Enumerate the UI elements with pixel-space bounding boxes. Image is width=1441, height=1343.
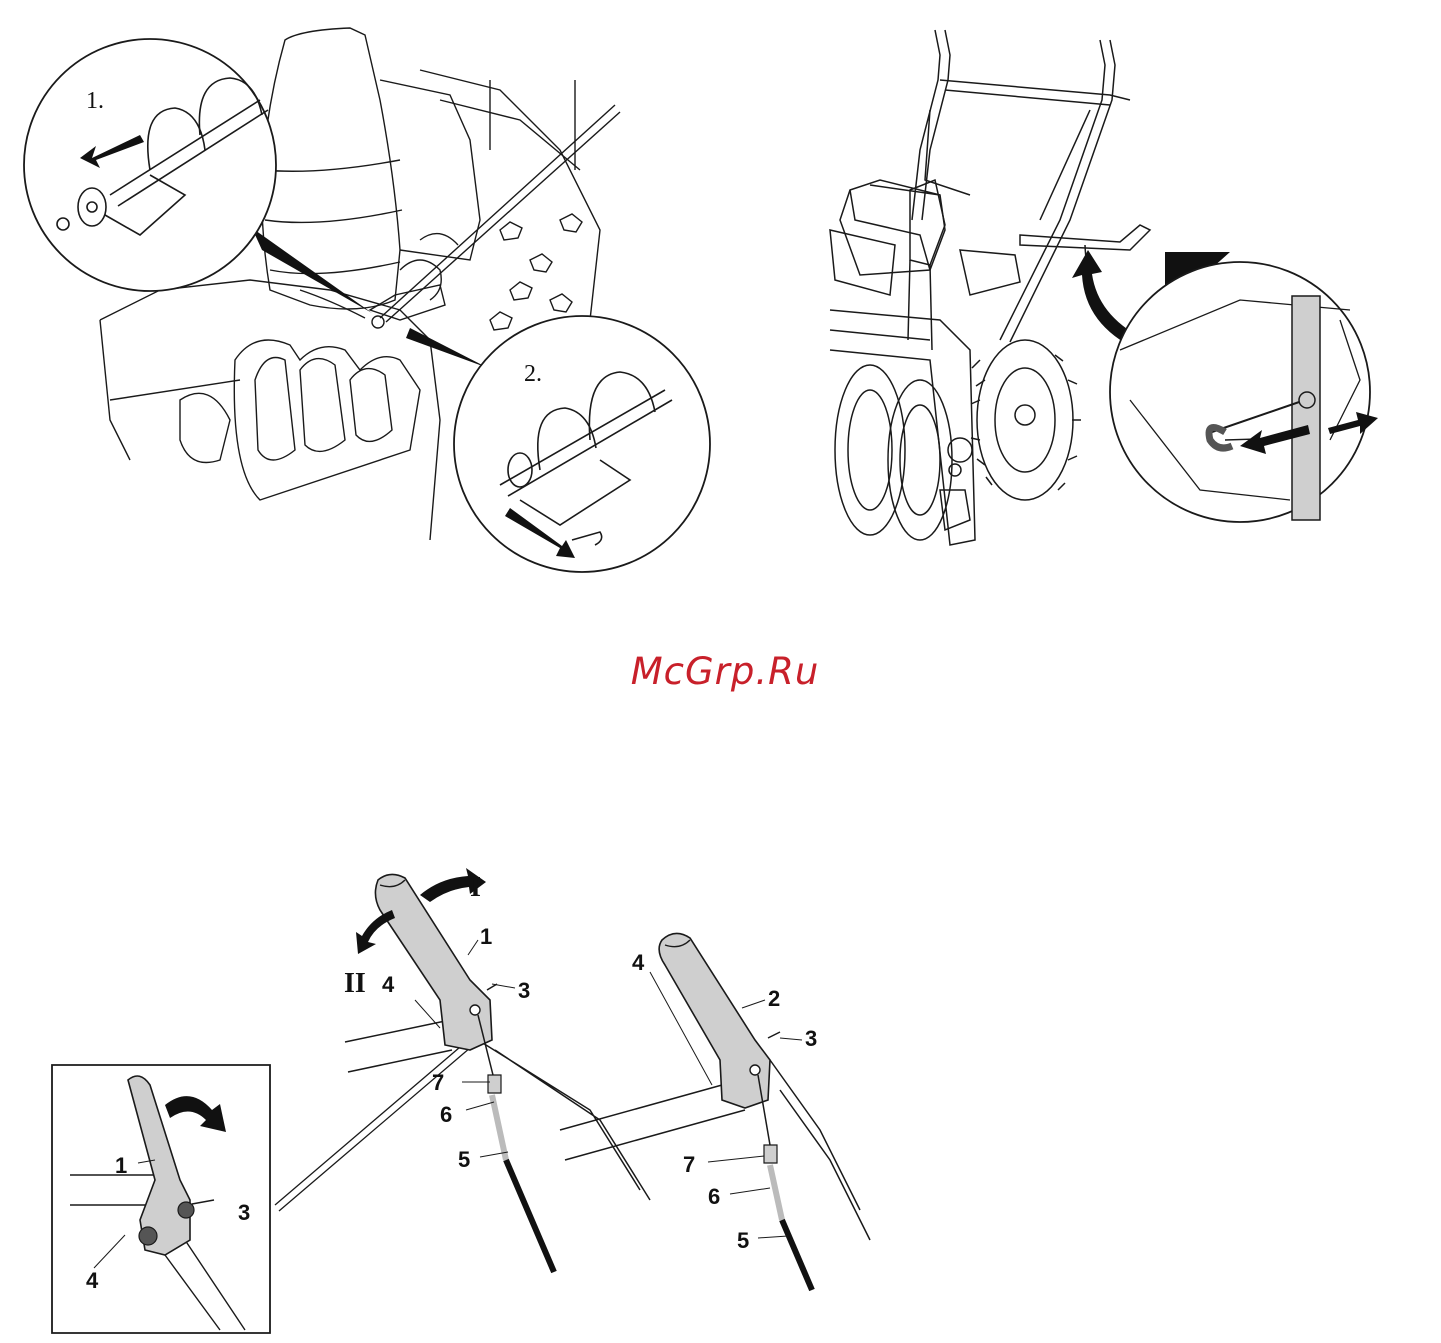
inset-detail: 1 3 4 bbox=[52, 1065, 270, 1333]
label-right-2: 2 bbox=[768, 986, 780, 1011]
auger-disc-right bbox=[888, 380, 952, 540]
lever-adjustment-diagram: I II 1 3 4 7 6 5 4 2 3 7 6 5 bbox=[0, 860, 900, 1340]
label-left-7: 7 bbox=[432, 1070, 444, 1095]
label-left-6: 6 bbox=[440, 1102, 452, 1127]
label-right-7: 7 bbox=[683, 1152, 695, 1177]
step-label-2: 2. bbox=[524, 361, 542, 387]
arrow-position-two bbox=[356, 910, 395, 954]
snowblower-diagram bbox=[820, 20, 1440, 580]
auger-pin-diagram: 1. 2. bbox=[0, 0, 720, 600]
label-right-4: 4 bbox=[632, 950, 645, 975]
crossbar-right bbox=[560, 1080, 745, 1160]
step-label-1: 1. bbox=[86, 88, 104, 114]
cable-left bbox=[506, 1160, 554, 1272]
label-right-3: 3 bbox=[805, 1026, 817, 1051]
control-rod bbox=[380, 105, 615, 318]
label-inset-4: 4 bbox=[86, 1268, 99, 1293]
label-left-3: 3 bbox=[518, 978, 530, 1003]
position-label-two: II bbox=[344, 968, 366, 999]
wheel bbox=[977, 340, 1073, 500]
cable-right bbox=[782, 1220, 812, 1290]
position-label-one: I bbox=[470, 872, 481, 903]
label-inset-1: 1 bbox=[115, 1153, 127, 1178]
label-right-6: 6 bbox=[708, 1184, 720, 1209]
crossbar-left bbox=[345, 1020, 452, 1072]
detail-circle-2: 2. bbox=[454, 316, 710, 572]
label-left-4: 4 bbox=[382, 972, 395, 997]
label-inset-3: 3 bbox=[238, 1200, 250, 1225]
label-left-5: 5 bbox=[458, 1147, 470, 1172]
label-right-5: 5 bbox=[737, 1228, 749, 1253]
auger-frame bbox=[830, 310, 975, 545]
detail-circle-lever bbox=[1110, 262, 1378, 522]
detail-circle-1: 1. bbox=[24, 39, 276, 291]
callout-pointer-2 bbox=[406, 328, 488, 368]
watermark-text: McGrp.Ru bbox=[560, 650, 890, 693]
label-left-1: 1 bbox=[480, 924, 492, 949]
engine bbox=[840, 180, 945, 275]
